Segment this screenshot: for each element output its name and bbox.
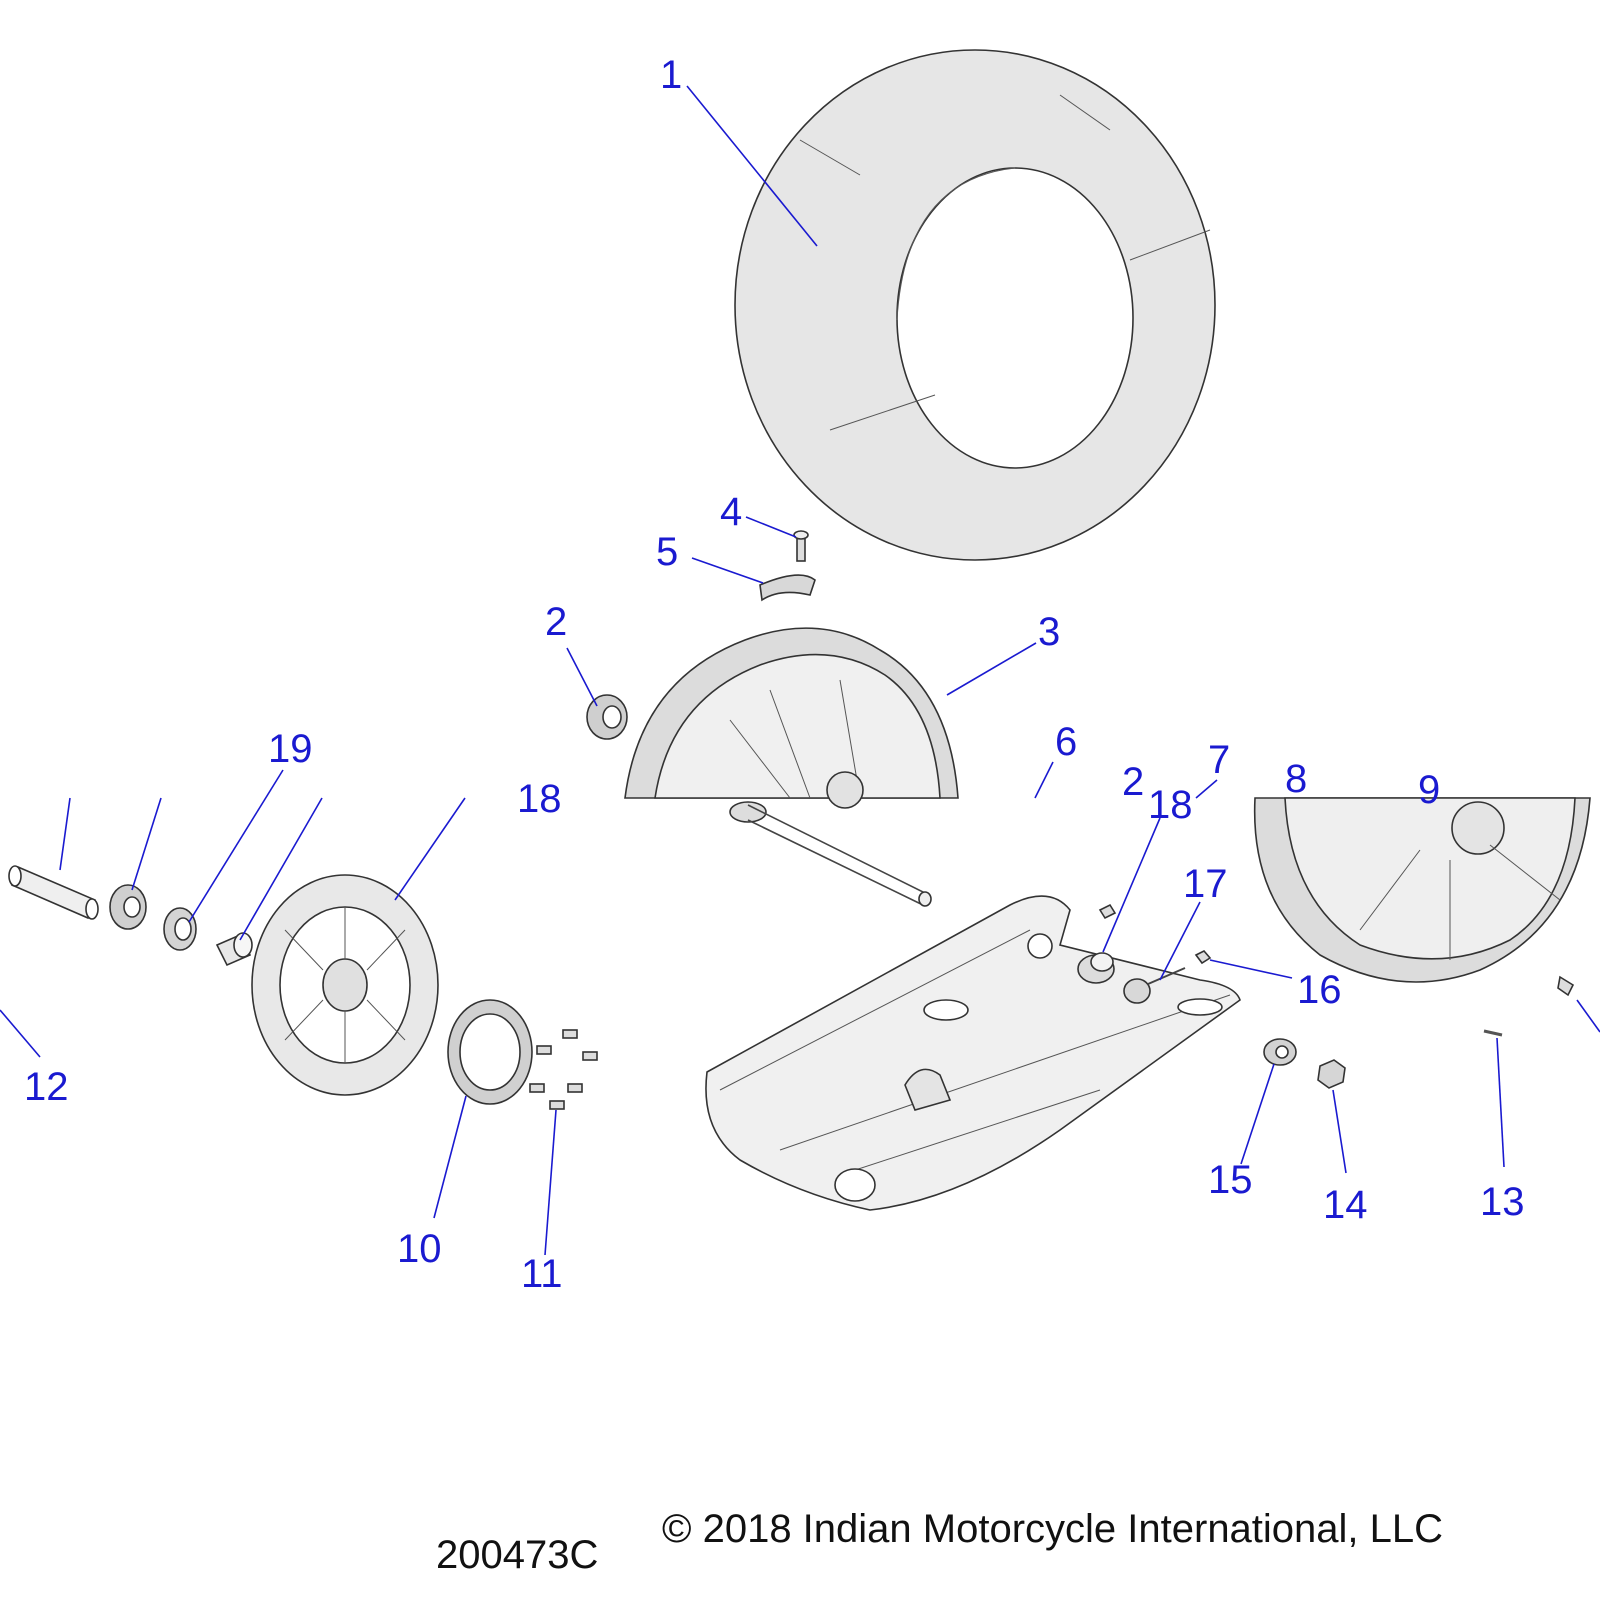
adjuster-nut-part <box>1194 950 1212 965</box>
nut-part-upper <box>1098 903 1117 920</box>
callout-6: 6 <box>1055 720 1077 764</box>
callout-18-right: 18 <box>1148 783 1193 827</box>
callout-2-upper: 2 <box>545 600 567 644</box>
callout-9: 9 <box>1418 768 1440 812</box>
callout-14: 14 <box>1323 1183 1368 1227</box>
swingarm-part <box>705 895 1241 1211</box>
brake-disc-part <box>251 874 439 1096</box>
cotter-pin-part <box>1483 1029 1503 1037</box>
drive-wheel-part <box>1253 797 1591 983</box>
callout-5: 5 <box>656 530 678 574</box>
callout-12: 12 <box>24 1065 69 1109</box>
adjuster-bolt-part <box>1123 967 1186 1004</box>
bolts-part <box>529 1029 598 1110</box>
callout-18-left: 18 <box>517 777 562 821</box>
spacer-part <box>215 932 253 967</box>
bearing-part-left <box>109 884 147 930</box>
callout-2-lower: 2 <box>1122 760 1144 804</box>
callout-16: 16 <box>1297 968 1342 1012</box>
spacer-tube-part <box>8 865 99 920</box>
drawing-number: 200473C <box>436 1533 598 1577</box>
callout-10: 10 <box>397 1227 442 1271</box>
bearing-part-upper <box>586 694 628 740</box>
valve-cap-part <box>759 574 816 602</box>
axle-nut-part <box>1317 1059 1346 1089</box>
callout-labels: 1 2 3 4 5 6 2 7 8 9 19 18 18 17 16 12 10… <box>24 53 1525 1296</box>
callout-3: 3 <box>1038 610 1060 654</box>
callout-13: 13 <box>1480 1180 1525 1224</box>
valve-stem-part <box>793 530 809 562</box>
leader-lines <box>0 85 1600 1256</box>
callout-17: 17 <box>1183 862 1228 906</box>
wheel-rim-part <box>624 627 959 809</box>
seal-part <box>163 907 197 951</box>
callout-11: 11 <box>521 1252 563 1296</box>
washer-part <box>1263 1038 1297 1066</box>
callout-19: 19 <box>268 727 313 771</box>
callout-7: 7 <box>1208 738 1230 782</box>
tone-ring-part <box>447 999 533 1105</box>
grease-fitting-part <box>1557 975 1575 997</box>
callout-8: 8 <box>1285 757 1307 801</box>
axle-part <box>729 801 932 907</box>
callout-4: 4 <box>720 490 742 534</box>
footer: 200473C © 2018 Indian Motorcycle Interna… <box>436 1507 1443 1577</box>
callout-1: 1 <box>660 53 682 97</box>
callout-15: 15 <box>1208 1158 1253 1202</box>
copyright-notice: © 2018 Indian Motorcycle International, … <box>662 1507 1443 1551</box>
tire-part <box>734 49 1216 561</box>
bushing-part <box>1077 952 1115 984</box>
